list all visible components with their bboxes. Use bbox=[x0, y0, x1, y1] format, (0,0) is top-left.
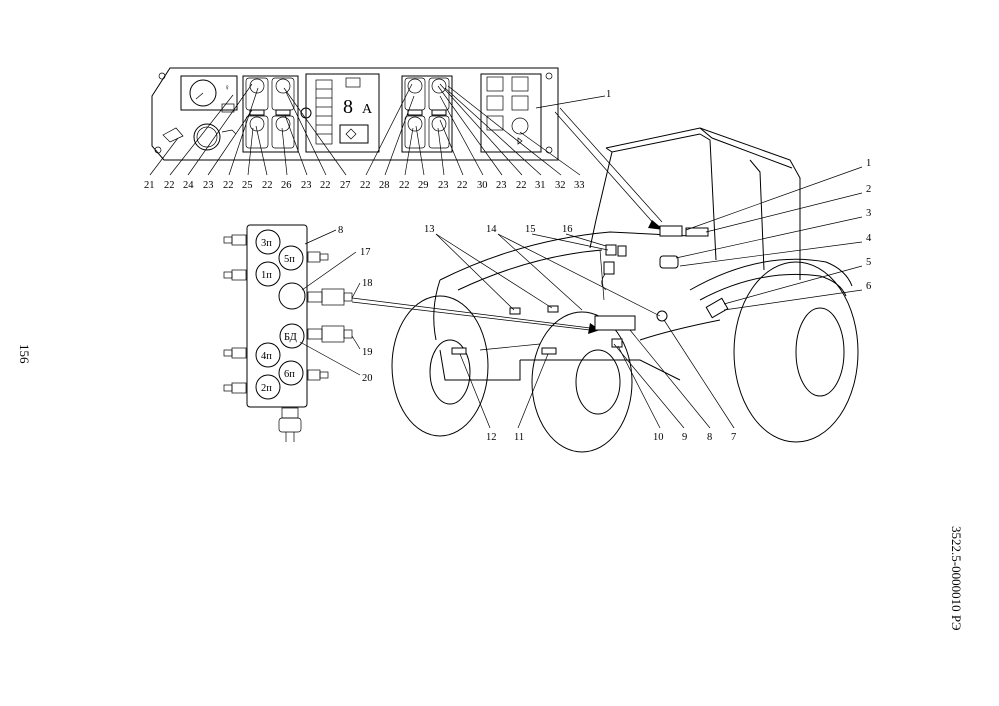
tractor-callout: 9 bbox=[682, 432, 687, 443]
panel-callout: 23 bbox=[438, 180, 449, 191]
tractor-callout: 4 bbox=[866, 233, 872, 244]
panel-callout: 23 bbox=[301, 180, 312, 191]
tractor-callout: 7 bbox=[731, 432, 736, 443]
panel-callout: 22 bbox=[360, 180, 371, 191]
tractor-callout: 13 bbox=[424, 224, 435, 235]
page-number: 156 bbox=[17, 344, 32, 364]
panel-callout: 22 bbox=[457, 180, 468, 191]
panel-callout: 24 bbox=[183, 180, 194, 191]
panel-callout: 22 bbox=[262, 180, 273, 191]
panel-callout: 22 bbox=[164, 180, 175, 191]
tractor-callout: 2 bbox=[866, 184, 871, 195]
tractor-callout: 14 bbox=[486, 224, 497, 235]
panel-leaders bbox=[149, 83, 606, 176]
tractor-callout: 11 bbox=[514, 432, 524, 443]
svg-text:8: 8 bbox=[343, 96, 353, 118]
panel-callout: 23 bbox=[203, 180, 214, 191]
panel-callout: 31 bbox=[535, 180, 546, 191]
block-callout: 19 bbox=[362, 347, 373, 358]
tractor-top-callouts: 13 14 15 16 bbox=[424, 224, 661, 317]
panel-callout: 22 bbox=[399, 180, 410, 191]
panel-callout: 23 bbox=[496, 180, 507, 191]
tractor bbox=[391, 127, 859, 453]
tractor-bottom-callouts: 12 11 10 9 8 7 bbox=[459, 319, 736, 443]
panel-callout-numbers: 21 22 24 23 22 25 22 26 23 22 27 22 28 2… bbox=[144, 89, 611, 191]
svg-text:A: A bbox=[362, 102, 373, 117]
tractor-callout: 8 bbox=[707, 432, 712, 443]
block-label: 6п bbox=[284, 369, 295, 380]
left-connectors bbox=[223, 234, 247, 394]
panel-callout: 28 bbox=[379, 180, 390, 191]
tractor-callout: 15 bbox=[525, 224, 536, 235]
panel-callout: 30 bbox=[477, 180, 488, 191]
tractor-callout: 6 bbox=[866, 281, 871, 292]
panel-callout: 22 bbox=[320, 180, 331, 191]
block-label: 5п bbox=[284, 254, 295, 265]
block-label: 4п bbox=[261, 351, 272, 362]
panel-callout: 32 bbox=[555, 180, 566, 191]
panel-callout: 26 bbox=[281, 180, 292, 191]
tractor-callout: 12 bbox=[486, 432, 497, 443]
panel-callout: 33 bbox=[574, 180, 585, 191]
tractor-callout: 1 bbox=[866, 158, 871, 169]
block-callout: 20 bbox=[362, 373, 373, 384]
panel-label: 1 bbox=[606, 89, 611, 100]
tractor-callout: 3 bbox=[866, 208, 871, 219]
distribution-block: 3п 5п 1п БД 4п 6п 2п 8 17 18 19 20 bbox=[223, 224, 373, 442]
panel-callout: 27 bbox=[340, 180, 351, 191]
panel-callout: 22 bbox=[223, 180, 234, 191]
block-label: 2п bbox=[261, 383, 272, 394]
tractor-callout: 5 bbox=[866, 257, 871, 268]
right-connectors bbox=[307, 251, 353, 381]
block-label: БД bbox=[284, 332, 297, 343]
block-label: 1п bbox=[261, 270, 272, 281]
svg-text:♀: ♀ bbox=[224, 83, 230, 92]
tractor-callout: 10 bbox=[653, 432, 664, 443]
panel-callout: 22 bbox=[516, 180, 527, 191]
block-label: 3п bbox=[261, 238, 272, 249]
panel-callout: 21 bbox=[144, 180, 155, 191]
document-code: 3522.5-0000010 РЭ bbox=[949, 526, 964, 631]
connection-arrow bbox=[351, 107, 664, 334]
block-callout: 8 bbox=[338, 225, 343, 236]
block-callout: 17 bbox=[360, 247, 371, 258]
instrument-panel: ♀ 8 A bbox=[151, 67, 559, 161]
panel-callout: 25 bbox=[242, 180, 253, 191]
tractor-callout: 16 bbox=[562, 224, 573, 235]
panel-callout: 29 bbox=[418, 180, 429, 191]
block-callout: 18 bbox=[362, 278, 373, 289]
tractor-right-callouts: 1 2 3 4 5 6 bbox=[675, 158, 872, 311]
